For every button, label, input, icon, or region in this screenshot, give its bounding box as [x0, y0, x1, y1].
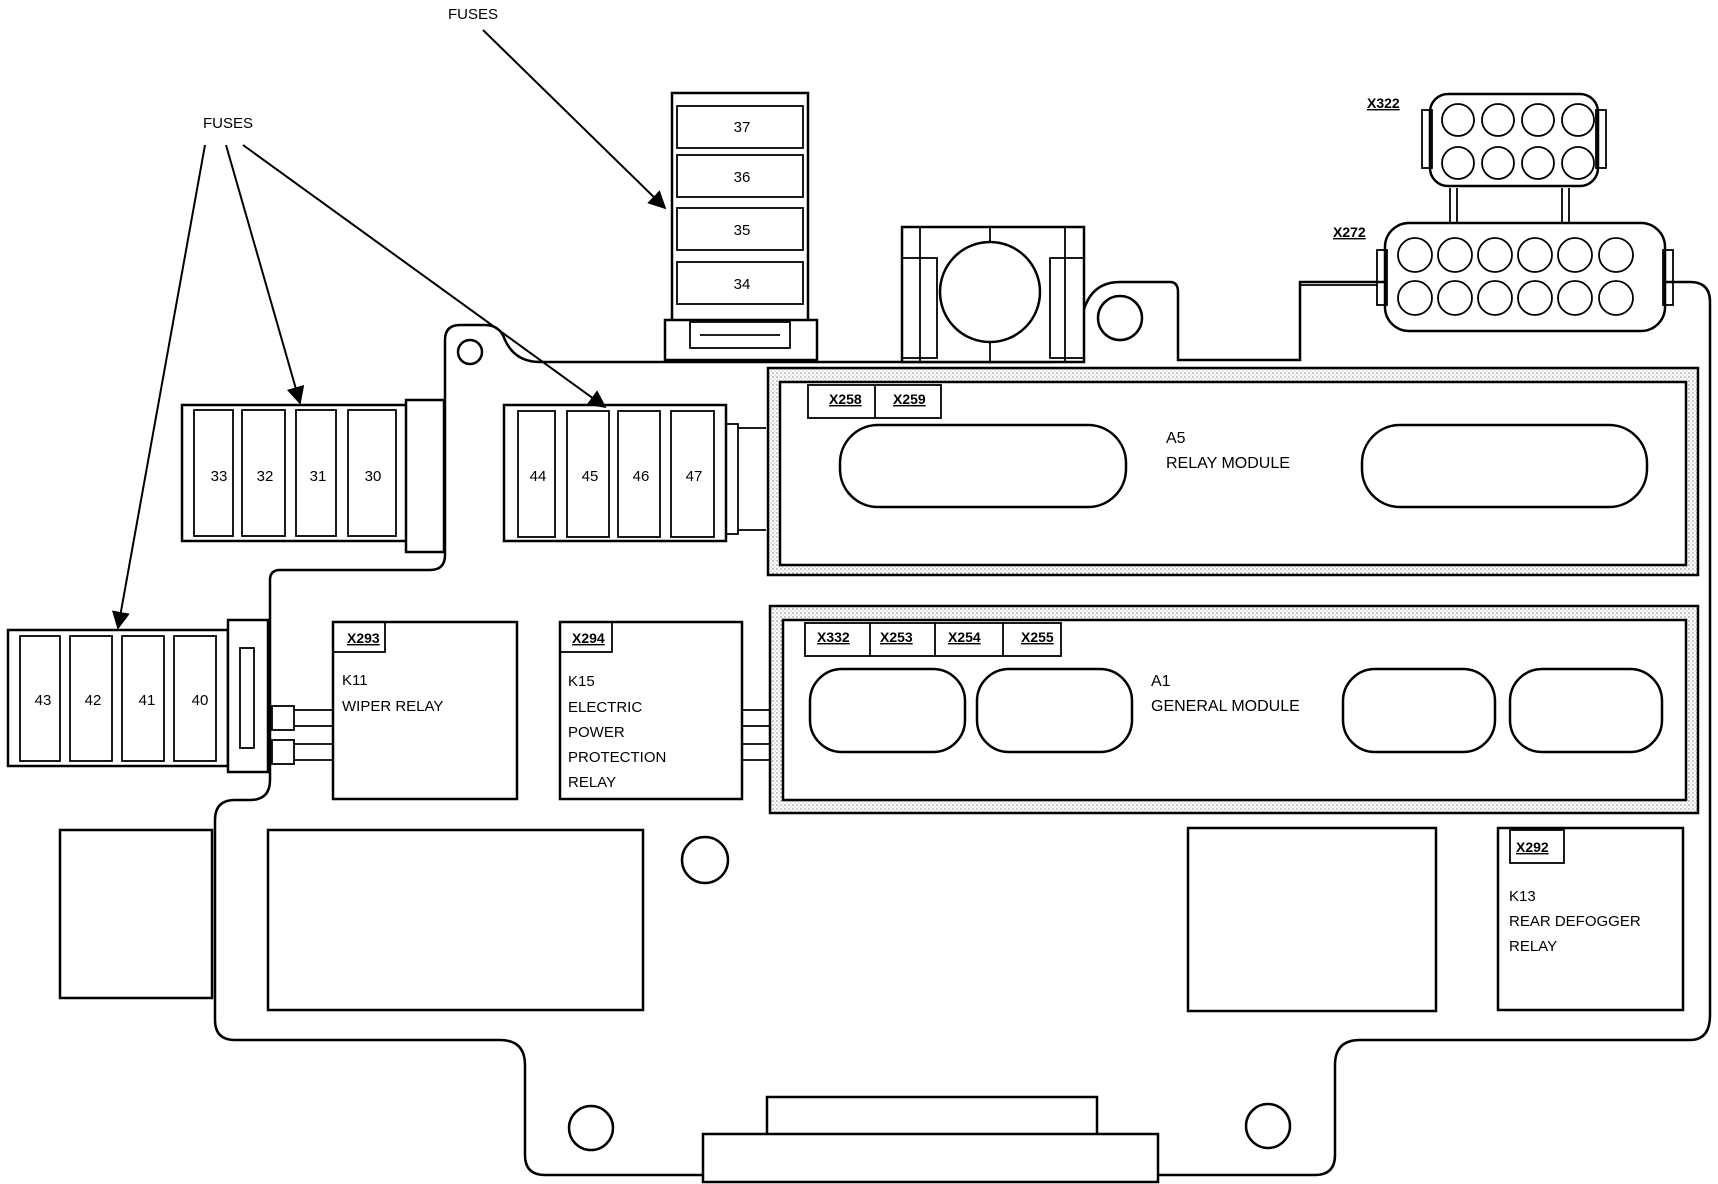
fuse-40: 40	[192, 692, 209, 709]
fuse-block-top: 37 36 35 34	[663, 91, 819, 362]
fuse-34: 34	[734, 276, 751, 293]
a1-id: A1	[1151, 673, 1171, 690]
k13-line-1: REAR DEFOGGER	[1509, 913, 1641, 930]
center-top-component	[900, 225, 1086, 364]
fuse-block-mid-right: 44 45 46 47	[502, 403, 766, 543]
fuse-37: 37	[734, 119, 751, 136]
fuse-45: 45	[582, 468, 599, 485]
k13-line-2: RELAY	[1509, 938, 1557, 955]
label-x253: X253	[880, 629, 913, 645]
k15-line-3: PROTECTION	[568, 749, 666, 766]
arrow-fuses-to-45	[242, 144, 607, 409]
label-x258: X258	[829, 391, 862, 407]
connector-x322	[1421, 92, 1607, 222]
lower-right-panel	[1186, 826, 1438, 1013]
fuse-35: 35	[734, 222, 751, 239]
arrow-fuses-to-31	[225, 144, 305, 405]
k15-id: K15	[568, 673, 595, 690]
fuse-33: 33	[211, 468, 228, 485]
fuse-47: 47	[686, 468, 703, 485]
housing-outline	[213, 280, 1712, 1177]
mount-hole-bottom-right	[1244, 1102, 1292, 1150]
label-x259: X259	[893, 391, 926, 407]
module-a5	[766, 366, 1700, 577]
connector-x272	[1300, 221, 1674, 333]
label-x255: X255	[1021, 629, 1054, 645]
lower-left-panel	[266, 828, 645, 1012]
mount-hole-top-center	[1096, 294, 1144, 342]
label-x332: X332	[817, 629, 850, 645]
fuse-31: 31	[310, 468, 327, 485]
label-x293: X293	[347, 630, 380, 646]
callout-fuses-left: FUSES	[203, 115, 253, 132]
fuse-43: 43	[35, 692, 52, 709]
module-a1	[768, 604, 1700, 815]
arrow-fuses-to-42	[112, 144, 206, 630]
relay-k15	[558, 620, 770, 801]
callout-fuses-top: FUSES	[448, 6, 498, 23]
fuse-42: 42	[85, 692, 102, 709]
mount-hole-mid-left	[456, 338, 484, 366]
k15-line-1: ELECTRIC	[568, 699, 642, 716]
bottom-connector-base	[701, 1132, 1160, 1184]
label-x292: X292	[1516, 839, 1549, 855]
fuse-32: 32	[257, 468, 274, 485]
k11-id: K11	[342, 672, 368, 689]
fuse-30: 30	[365, 468, 382, 485]
fuse-block-mid-left: 33 32 31 30	[180, 398, 446, 554]
fuse-46: 46	[633, 468, 650, 485]
k15-line-4: RELAY	[568, 774, 616, 791]
label-x254: X254	[948, 629, 981, 645]
k11-name: WIPER RELAY	[342, 698, 443, 715]
k13-id: K13	[1509, 888, 1536, 905]
relay-k13	[1496, 826, 1685, 1012]
arrow-fuses-top	[482, 29, 667, 210]
label-x322: X322	[1367, 95, 1400, 111]
a5-name: RELAY MODULE	[1166, 455, 1290, 472]
fuse-41: 41	[139, 692, 156, 709]
fuse-block-bottom-left: 43 42 41 40	[6, 618, 270, 774]
label-x272: X272	[1333, 224, 1366, 240]
fuse-36: 36	[734, 169, 751, 186]
a5-id: A5	[1166, 430, 1186, 447]
left-side-block	[58, 828, 214, 1000]
label-x294: X294	[572, 630, 605, 646]
a1-name: GENERAL MODULE	[1151, 698, 1300, 715]
k15-line-2: POWER	[568, 724, 625, 741]
bottom-connector-top	[765, 1095, 1099, 1139]
relay-k11	[271, 620, 519, 801]
mount-hole-lower-center	[680, 835, 730, 885]
fuse-44: 44	[530, 468, 547, 485]
mount-hole-bottom-left	[567, 1104, 615, 1152]
